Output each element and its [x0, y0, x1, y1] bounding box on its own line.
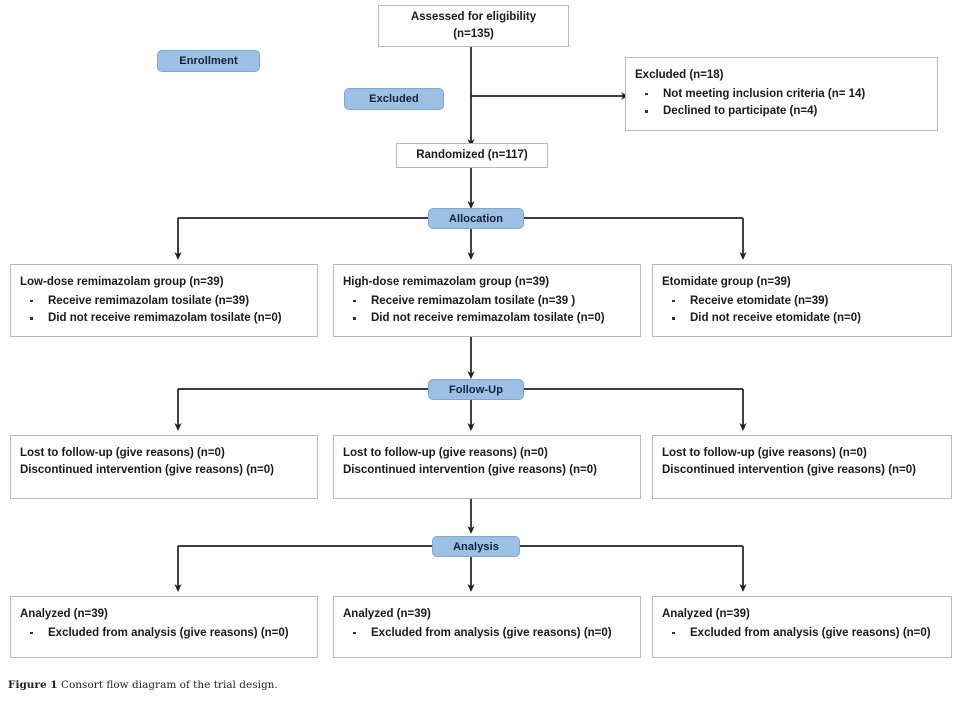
analysis-list: Excluded from analysis (give reasons) (n…	[662, 625, 943, 642]
allocation-list: Receive remimazolam tosilate (n=39) Did …	[20, 293, 309, 327]
list-item: Receive remimazolam tosilate (n=39)	[26, 293, 309, 310]
analysis-title: Analyzed (n=39)	[662, 608, 750, 620]
followup-line-1: Lost to follow-up (give reasons) (n=0)	[20, 447, 225, 459]
stage-badge-allocation[interactable]: Allocation	[428, 208, 524, 229]
allocation-title: High-dose remimazolam group (n=39)	[343, 276, 550, 288]
node-analysis-high-dose: Analyzed (n=39) Excluded from analysis (…	[333, 596, 641, 658]
stage-badge-enrollment-label: Enrollment	[179, 55, 238, 67]
assessed-line-2: (n=135)	[453, 28, 494, 40]
list-item: Excluded from analysis (give reasons) (n…	[349, 625, 632, 642]
followup-line-1: Lost to follow-up (give reasons) (n=0)	[662, 447, 867, 459]
figure-caption-text: Consort flow diagram of the trial design…	[60, 679, 278, 691]
list-item: Receive etomidate (n=39)	[668, 293, 943, 310]
excluded-list: Not meeting inclusion criteria (n= 14) D…	[635, 86, 929, 120]
list-item: Receive remimazolam tosilate (n=39 )	[349, 293, 632, 310]
followup-line-2: Discontinued intervention (give reasons)…	[20, 463, 274, 476]
node-analysis-low-dose: Analyzed (n=39) Excluded from analysis (…	[10, 596, 318, 658]
analysis-title: Analyzed (n=39)	[20, 608, 108, 620]
stage-badge-enrollment[interactable]: Enrollment	[157, 50, 260, 72]
list-item: Excluded from analysis (give reasons) (n…	[668, 625, 943, 642]
list-item: Not meeting inclusion criteria (n= 14)	[641, 86, 929, 103]
list-item: Excluded from analysis (give reasons) (n…	[26, 625, 309, 642]
node-followup-etomidate: Lost to follow-up (give reasons) (n=0) D…	[652, 435, 952, 499]
node-excluded: Excluded (n=18) Not meeting inclusion cr…	[625, 57, 938, 131]
allocation-list: Receive etomidate (n=39) Did not receive…	[662, 293, 943, 327]
analysis-list: Excluded from analysis (give reasons) (n…	[20, 625, 309, 642]
node-allocation-high-dose: High-dose remimazolam group (n=39) Recei…	[333, 264, 641, 337]
figure-caption: Figure 1 Consort flow diagram of the tri…	[8, 679, 278, 691]
node-analysis-etomidate: Analyzed (n=39) Excluded from analysis (…	[652, 596, 952, 658]
stage-badge-analysis-label: Analysis	[452, 540, 500, 553]
allocation-list: Receive remimazolam tosilate (n=39 ) Did…	[343, 293, 632, 327]
stage-badge-followup[interactable]: Follow-Up	[428, 379, 524, 400]
node-followup-high-dose: Lost to follow-up (give reasons) (n=0) D…	[333, 435, 641, 499]
list-item: Did not receive remimazolam tosilate (n=…	[349, 310, 632, 327]
stage-badge-analysis[interactable]: Analysis	[432, 536, 520, 557]
list-item: Did not receive remimazolam tosilate (n=…	[26, 310, 309, 327]
followup-line-2: Discontinued intervention (give reasons)…	[343, 463, 597, 476]
analysis-title: Analyzed (n=39)	[343, 608, 431, 620]
node-assessed-for-eligibility: Assessed for eligibility (n=135)	[378, 5, 569, 47]
stage-badge-followup-label: Follow-Up	[448, 383, 504, 396]
assessed-line-1: Assessed for eligibility	[410, 11, 537, 24]
allocation-title: Low-dose remimazolam group (n=39)	[20, 276, 224, 288]
allocation-title: Etomidate group (n=39)	[662, 276, 791, 288]
stage-badge-excluded-label: Excluded	[369, 93, 419, 105]
randomized-line-1: Randomized (n=117)	[416, 149, 528, 162]
list-item: Declined to participate (n=4)	[641, 103, 929, 120]
node-randomized: Randomized (n=117)	[396, 143, 548, 168]
list-item: Did not receive etomidate (n=0)	[668, 310, 943, 327]
analysis-list: Excluded from analysis (give reasons) (n…	[343, 625, 632, 642]
followup-line-1: Lost to follow-up (give reasons) (n=0)	[343, 447, 548, 459]
stage-badge-allocation-label: Allocation	[448, 212, 504, 225]
figure-caption-lead: Figure 1	[8, 679, 58, 691]
stage-badge-excluded[interactable]: Excluded	[344, 88, 444, 110]
excluded-title: Excluded (n=18)	[635, 69, 724, 81]
node-followup-low-dose: Lost to follow-up (give reasons) (n=0) D…	[10, 435, 318, 499]
node-allocation-low-dose: Low-dose remimazolam group (n=39) Receiv…	[10, 264, 318, 337]
followup-line-2: Discontinued intervention (give reasons)…	[662, 463, 916, 476]
node-allocation-etomidate: Etomidate group (n=39) Receive etomidate…	[652, 264, 952, 337]
